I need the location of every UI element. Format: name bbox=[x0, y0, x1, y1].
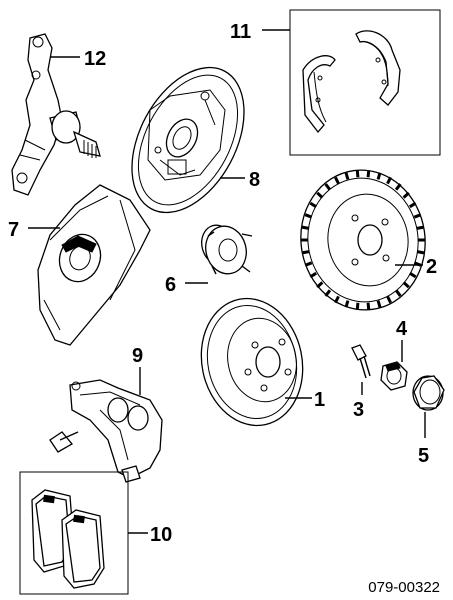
lock-nut-drawing bbox=[380, 361, 408, 391]
ring-gear-tooth bbox=[413, 213, 422, 219]
grease-cap-drawing bbox=[412, 375, 445, 411]
ring-gear-tooth bbox=[394, 183, 402, 191]
ring-gear-tooth bbox=[324, 289, 332, 297]
ring-gear-tooth bbox=[309, 271, 317, 279]
ring-gear-tooth bbox=[416, 225, 425, 230]
brake-shoe-box bbox=[289, 9, 441, 156]
callout-3: 3 bbox=[353, 399, 364, 421]
brake-drum-drawing bbox=[300, 169, 426, 311]
brake-caliper-drawing bbox=[49, 379, 163, 483]
ring-gear-tooth bbox=[386, 295, 392, 304]
diagram-code: 079-00322 bbox=[368, 579, 440, 596]
ring-gear-tooth bbox=[334, 295, 340, 304]
ring-gear-tooth bbox=[324, 183, 332, 191]
callout-1: 1 bbox=[314, 389, 325, 411]
ring-gear-tooth bbox=[366, 170, 371, 178]
ring-gear-tooth bbox=[316, 191, 324, 199]
ring-gear-tooth bbox=[309, 201, 317, 209]
callout-5: 5 bbox=[418, 445, 429, 467]
ring-gear-tooth bbox=[304, 213, 313, 219]
ring-gear-teeth bbox=[301, 170, 425, 310]
ring-gear-tooth bbox=[334, 176, 340, 185]
callout-9: 9 bbox=[132, 345, 143, 367]
callout-8: 8 bbox=[249, 169, 260, 191]
ring-gear-tooth bbox=[386, 176, 392, 185]
brake-shoes-drawing bbox=[302, 30, 401, 134]
ring-gear-tooth bbox=[402, 281, 410, 289]
ring-gear-tooth bbox=[344, 300, 350, 308]
ring-gear-tooth bbox=[355, 302, 360, 310]
brake-pads-drawing bbox=[31, 489, 105, 589]
ring-gear-tooth bbox=[366, 302, 371, 310]
dust-shield-drawing bbox=[37, 184, 151, 346]
hub-bearing-drawing bbox=[201, 224, 253, 275]
ring-gear-tooth bbox=[394, 289, 402, 297]
ring-gear-tooth bbox=[376, 172, 382, 180]
callout-10: 10 bbox=[150, 524, 172, 546]
callout-12: 12 bbox=[84, 48, 106, 70]
ring-gear-tooth bbox=[409, 271, 417, 279]
callout-2: 2 bbox=[426, 256, 437, 278]
brake-disc-drawing bbox=[200, 297, 304, 427]
ring-gear-tooth bbox=[376, 300, 382, 308]
bolt-drawing bbox=[351, 344, 371, 379]
ring-gear-tooth bbox=[416, 250, 425, 255]
steering-knuckle-drawing bbox=[11, 33, 101, 196]
ring-gear-tooth bbox=[316, 281, 324, 289]
ring-gear-tooth bbox=[301, 250, 310, 255]
callout-6: 6 bbox=[165, 274, 176, 296]
ring-gear-tooth bbox=[409, 201, 417, 209]
ring-gear-tooth bbox=[344, 172, 350, 180]
callout-11: 11 bbox=[230, 21, 251, 43]
ring-gear-tooth bbox=[301, 225, 310, 230]
callout-7: 7 bbox=[8, 219, 19, 241]
backing-plate-drawing bbox=[131, 66, 245, 214]
ring-gear-tooth bbox=[304, 261, 313, 267]
ring-gear-tooth bbox=[355, 170, 360, 178]
ring-gear-tooth bbox=[402, 191, 410, 199]
callout-4: 4 bbox=[396, 318, 408, 340]
